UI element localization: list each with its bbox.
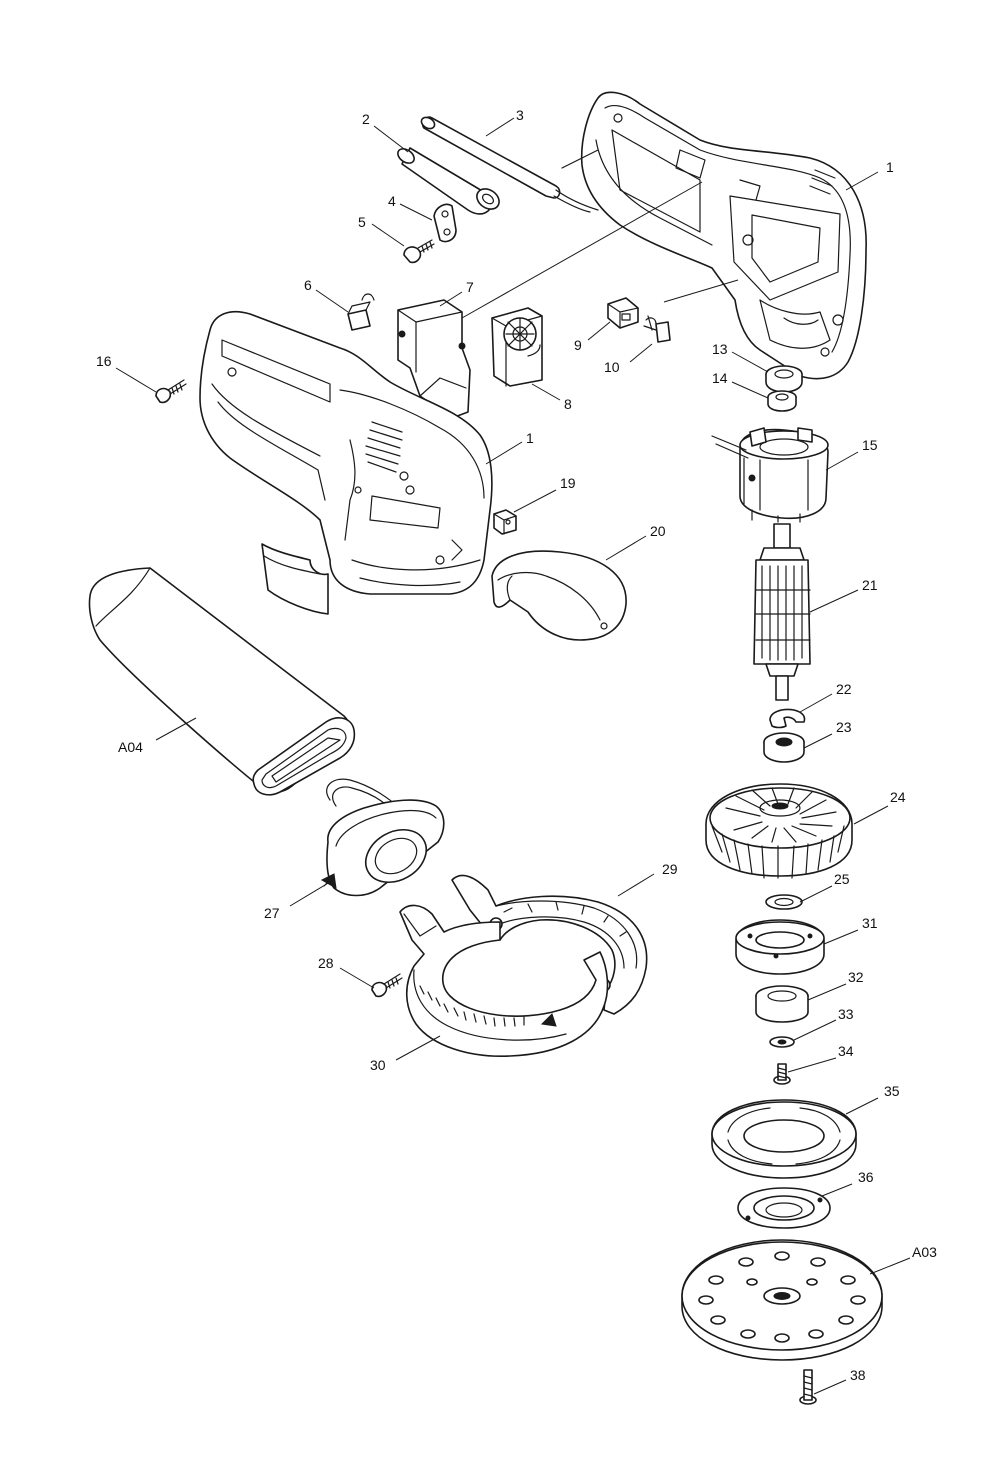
callout-31: 31 (862, 915, 878, 931)
part-7-switch (397, 299, 471, 419)
callout-9: 9 (574, 337, 582, 353)
part-20-front-cover (491, 550, 627, 641)
part-31-bearing-box (735, 919, 825, 975)
part-8-speed-controller (491, 307, 543, 387)
part-19-nut (493, 509, 517, 535)
part-13-bearing (765, 365, 803, 393)
part-25-washer (765, 894, 803, 910)
callout-36: 36 (858, 1169, 874, 1185)
part-9-brush-holder (607, 297, 639, 329)
part-36-seal (737, 1187, 831, 1229)
callout-30: 30 (370, 1057, 386, 1073)
callout-24: 24 (890, 789, 906, 805)
callout-20: 20 (650, 523, 666, 539)
part-label-strip (261, 543, 329, 615)
part-a03-sanding-pad (681, 1239, 883, 1361)
part-2-tube (397, 147, 500, 215)
callout-23: 23 (836, 719, 852, 735)
part-5-screw (403, 239, 435, 264)
callout-34: 34 (838, 1043, 854, 1059)
part-35-pad-plate (711, 1099, 857, 1179)
callout-35: 35 (884, 1083, 900, 1099)
callout-10: 10 (604, 359, 620, 375)
callout-16: 16 (96, 353, 112, 369)
callout-29: 29 (662, 861, 678, 877)
part-27-dust-nozzle (320, 778, 445, 897)
callout-7: 7 (466, 279, 474, 295)
callout-25: 25 (834, 871, 850, 887)
part-21-armature (753, 523, 811, 701)
part-38-screw (799, 1369, 817, 1405)
part-housing-front-half (199, 310, 493, 595)
callout-1-rear: 1 (886, 159, 894, 175)
callout-19: 19 (560, 475, 576, 491)
part-22-retaining-ring (769, 708, 806, 729)
callout-32: 32 (848, 969, 864, 985)
callout-15: 15 (862, 437, 878, 453)
callout-layer (115, 117, 911, 1395)
part-34-screw (773, 1063, 791, 1085)
part-15-field-coil (711, 427, 829, 523)
callout-13: 13 (712, 341, 728, 357)
part-29-dust-ring (451, 874, 648, 1015)
callout-2: 2 (362, 111, 370, 127)
callout-14: 14 (712, 370, 728, 386)
callout-38: 38 (850, 1367, 866, 1383)
part-10-carbon-brush (643, 315, 671, 343)
callout-3: 3 (516, 107, 524, 123)
part-4-cord-clamp (433, 203, 457, 243)
callout-21: 21 (862, 577, 878, 593)
callout-a03: A03 (912, 1244, 937, 1260)
part-30-collector-base (399, 904, 609, 1058)
part-6-connector (347, 293, 375, 331)
part-23-bearing (763, 732, 805, 763)
part-28-screw (371, 973, 403, 998)
callout-28: 28 (318, 955, 334, 971)
callout-1-front: 1 (526, 430, 534, 446)
callout-5: 5 (358, 214, 366, 230)
callout-33: 33 (838, 1006, 854, 1022)
part-33-washer (769, 1036, 795, 1048)
label-layer: 1 2 3 4 5 6 7 8 9 10 13 14 16 1 15 19 20… (96, 107, 937, 1383)
part-a04-dust-bag (88, 567, 356, 796)
callout-a04: A04 (118, 739, 143, 755)
part-14-rubber-ring (767, 390, 797, 412)
callout-27: 27 (264, 905, 280, 921)
part-32-bearing (755, 985, 809, 1023)
callout-4: 4 (388, 193, 396, 209)
callout-8: 8 (564, 396, 572, 412)
callout-6: 6 (304, 277, 312, 293)
part-16-screw (155, 379, 187, 404)
callout-22: 22 (836, 681, 852, 697)
part-housing-rear-half (580, 91, 867, 380)
part-3-sleeve (420, 116, 599, 213)
part-24-fan (705, 783, 853, 879)
